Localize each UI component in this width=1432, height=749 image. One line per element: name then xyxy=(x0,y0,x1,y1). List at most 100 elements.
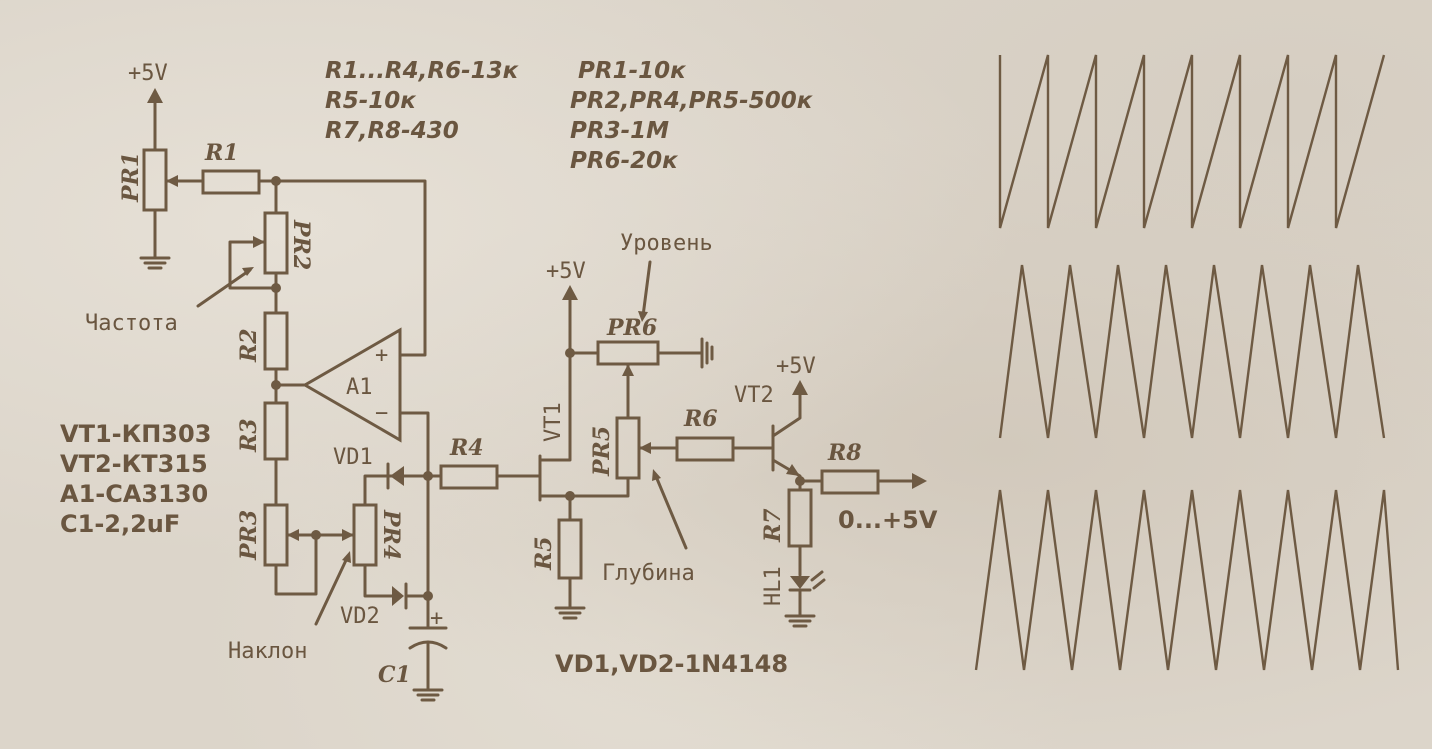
depth-pointer-head xyxy=(652,469,661,481)
r3-body xyxy=(263,401,289,461)
r5-body xyxy=(557,518,583,580)
hl1-rays xyxy=(810,570,826,590)
spec-line-3: R7,R8-430 xyxy=(325,118,459,144)
pr3-body xyxy=(263,503,289,567)
part-vt2: VT2-КТ315 xyxy=(60,450,208,478)
wire-pr3-bottom xyxy=(274,533,318,596)
wire-led-gnd xyxy=(784,588,816,628)
r7-body xyxy=(787,488,813,548)
wire-pr4-vd2 xyxy=(363,563,394,598)
pr5-body xyxy=(615,416,641,480)
pr6-wiper-arrow xyxy=(622,364,634,376)
label-r3: R3 xyxy=(236,418,262,453)
vt1-source xyxy=(538,494,572,522)
label-r6: R6 xyxy=(683,406,718,432)
a1-triangle xyxy=(302,327,402,443)
node-pr3-wiper xyxy=(311,530,321,540)
label-vt1: VT1 xyxy=(541,402,566,442)
waveform-triangle xyxy=(974,489,1400,671)
pr2-body xyxy=(263,211,289,275)
spec-line-1: R1...R4,R6-13к xyxy=(325,58,520,84)
spec-line-2: R5-10к xyxy=(325,88,417,114)
spec-line-4: PR1-10к xyxy=(578,58,687,84)
label-vd2: VD2 xyxy=(340,604,380,629)
supply-arrow-1 xyxy=(147,88,163,103)
supply-arrow-2 xyxy=(562,285,578,300)
output-arrow xyxy=(912,473,927,489)
label-pr3: PR3 xyxy=(236,510,262,561)
vd2-triangle xyxy=(392,586,404,606)
label-pr5: PR5 xyxy=(589,426,615,477)
pr1-wiper-arrow xyxy=(166,175,178,187)
pr1-body xyxy=(142,148,168,212)
waveform-rising-ramp xyxy=(998,54,1386,229)
label-c1-plus: + xyxy=(430,606,443,631)
part-c1: C1-2,2uF xyxy=(60,510,180,538)
wire-c1-gnd xyxy=(412,640,444,702)
label-output: 0...+5V xyxy=(838,506,938,534)
label-r8: R8 xyxy=(827,440,862,466)
pr6-body xyxy=(596,340,660,366)
label-supply-1: +5V xyxy=(128,61,168,86)
label-r1: R1 xyxy=(204,140,239,166)
label-r7: R7 xyxy=(760,508,786,543)
label-c1: C1 xyxy=(378,662,411,688)
label-pr1: PR1 xyxy=(118,152,144,203)
label-r2: R2 xyxy=(236,328,262,363)
wire-pr6-gnd xyxy=(656,337,714,369)
depth-pointer xyxy=(653,472,688,550)
pr2-wiper-arrow xyxy=(253,236,265,248)
r2-body xyxy=(263,311,289,371)
label-r4: R4 xyxy=(449,435,484,461)
label-pr4: PR4 xyxy=(378,509,404,560)
label-hl1: HL1 xyxy=(761,566,786,606)
diodes-note: VD1,VD2-1N4148 xyxy=(555,650,788,678)
level-pointer-head xyxy=(638,311,648,322)
vt2-collector xyxy=(771,393,802,438)
annotation-frequency: Частота xyxy=(85,311,178,336)
label-pr6: PR6 xyxy=(606,315,657,341)
pr4-body xyxy=(352,503,378,567)
wire-pr1-gnd xyxy=(139,208,171,270)
waveform-asymmetric-ramp xyxy=(998,264,1386,439)
part-a1: A1-CA3130 xyxy=(60,480,208,508)
label-a1: A1 xyxy=(346,375,373,400)
slope-pointer xyxy=(314,554,350,626)
spec-line-6: PR3-1M xyxy=(570,118,669,144)
spec-line-5: PR2,PR4,PR5-500к xyxy=(570,88,814,114)
r4-body xyxy=(439,464,499,490)
pr5-wiper-arrow xyxy=(639,442,651,454)
label-vd1: VD1 xyxy=(333,445,373,470)
supply-arrow-3 xyxy=(792,380,808,395)
slope-pointer-head xyxy=(342,551,351,563)
wire-pr4-vd1 xyxy=(363,474,394,507)
vt2-emitter-arrow xyxy=(786,464,800,476)
pr4-wiper-arrow xyxy=(342,529,354,541)
spec-line-7: PR6-20к xyxy=(570,148,679,174)
r6-body xyxy=(675,436,735,462)
hl1-triangle xyxy=(790,576,810,589)
wire-r5-gnd xyxy=(554,576,586,620)
label-r5: R5 xyxy=(531,536,557,571)
label-supply-2: +5V xyxy=(546,259,586,284)
part-vt1: VT1-КП303 xyxy=(60,420,211,448)
annotation-level: Уровень xyxy=(620,231,713,256)
wire-a1-minus xyxy=(398,411,430,630)
label-a1-plus: + xyxy=(375,343,388,368)
label-vt2: VT2 xyxy=(734,383,774,408)
r1-body xyxy=(201,169,261,195)
label-pr2: PR2 xyxy=(288,219,314,270)
label-a1-minus: − xyxy=(375,401,388,426)
pr3-wiper-arrow xyxy=(287,529,299,541)
vd1-triangle xyxy=(390,466,404,486)
label-supply-3: +5V xyxy=(776,354,816,379)
wire-r1-node xyxy=(257,179,427,357)
wire-pr2-wiper xyxy=(228,240,278,290)
frequency-pointer xyxy=(196,268,252,308)
wire-source-pr5 xyxy=(568,476,630,498)
frequency-pointer-head xyxy=(242,267,254,276)
annotation-slope: Наклон xyxy=(228,639,307,664)
node-vd2 xyxy=(423,591,433,601)
